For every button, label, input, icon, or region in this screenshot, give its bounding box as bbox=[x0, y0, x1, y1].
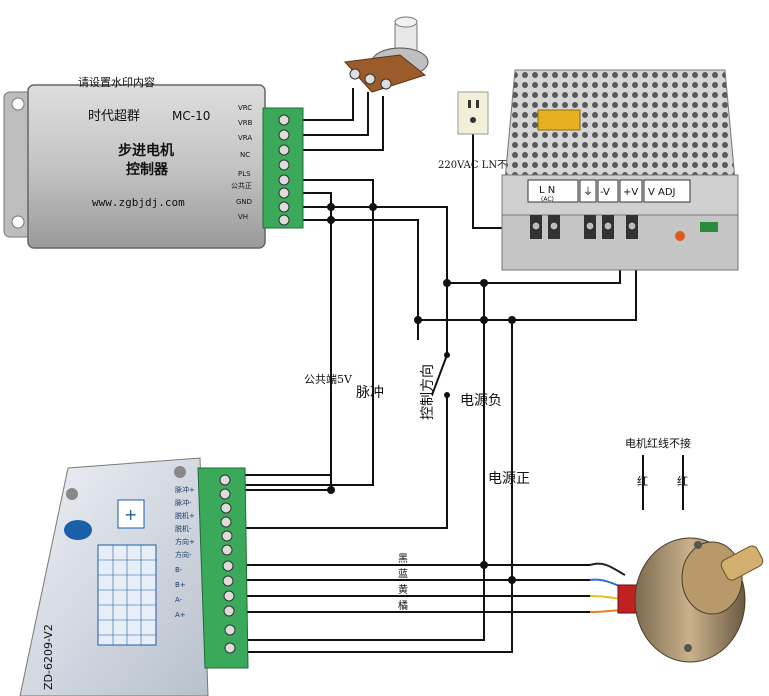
controller-pin-vrb: VRB bbox=[238, 119, 253, 127]
motor-wire-yellow: 黄 bbox=[398, 583, 408, 596]
motor-wire-black: 黑 bbox=[398, 553, 408, 565]
psu-label-ground: ⏚ bbox=[583, 186, 593, 198]
driver-pin-enable-minus: 脱机- bbox=[175, 524, 192, 533]
motor-wire-labels: 黑 蓝 黄 橘 bbox=[398, 553, 408, 612]
wire-labels: 公共端5V 脉冲 控制方向 电源负 电源正 bbox=[304, 364, 530, 487]
driver-pin-a-minus: A- bbox=[175, 596, 183, 604]
psu-label-ln: L N bbox=[539, 185, 555, 196]
controller-pin-labels: VRC VRB VRA NC PLS 公共正 GND VH bbox=[231, 104, 253, 221]
label-power-pos: 电源正 bbox=[488, 471, 530, 487]
driver-pin-dir-minus: 方向- bbox=[175, 550, 192, 559]
controller-pin-vra: VRA bbox=[238, 134, 252, 142]
controller-pin-vrc: VRC bbox=[238, 104, 252, 112]
driver-model: ZD-6209-V2 bbox=[42, 624, 55, 690]
driver-pin-b-plus: B+ bbox=[175, 581, 186, 589]
stepper-driver: + ZD-6209-V2 脉冲+ 脉冲- 脱机+ 脱机- 方向+ 方向- B- … bbox=[19, 457, 249, 696]
controller-name-line2: 控制器 bbox=[126, 161, 169, 178]
label-direction: 控制方向 bbox=[420, 364, 436, 420]
ac-input-label: 220VAC LN不分 bbox=[438, 159, 517, 171]
controller-name-line1: 步进电机 bbox=[118, 142, 174, 159]
psu-label-minus-v: -V bbox=[600, 187, 610, 198]
controller-pin-nc: NC bbox=[240, 151, 250, 159]
driver-pin-enable-plus: 脱机+ bbox=[175, 511, 195, 520]
controller-url: www.zgbjdj.com bbox=[92, 196, 185, 209]
psu-label-ac: (AC) bbox=[541, 196, 554, 203]
wall-socket bbox=[457, 91, 489, 135]
motor-note: 电机红线不接 红 红 bbox=[625, 436, 691, 488]
driver-pin-labels: 脉冲+ 脉冲- 脱机+ 脱机- 方向+ 方向- B- B+ A- A+ bbox=[175, 485, 195, 619]
wire-junctions bbox=[327, 203, 516, 584]
label-pulse: 脉冲 bbox=[356, 385, 384, 401]
label-common-5v: 公共端5V bbox=[304, 373, 353, 386]
driver-pin-dir-plus: 方向+ bbox=[175, 537, 195, 546]
wires bbox=[245, 88, 684, 653]
controller-pin-vh: VH bbox=[238, 213, 248, 221]
controller-brand: 时代超群 bbox=[88, 109, 140, 124]
controller-pin-common: 公共正 bbox=[231, 181, 252, 190]
motor-wire-orange: 橘 bbox=[398, 600, 408, 612]
driver-pin-pulse-plus: 脉冲+ bbox=[175, 485, 195, 494]
svg-text:+: + bbox=[124, 505, 137, 524]
motor-note-red-right: 红 bbox=[677, 475, 688, 488]
controller-pin-pls: PLS bbox=[238, 170, 251, 178]
watermark-text: 请设置水印内容 bbox=[78, 75, 155, 89]
potentiometer bbox=[343, 16, 429, 93]
power-supply: L N (AC) ⏚ -V +V V ADJ bbox=[501, 69, 739, 271]
driver-pin-pulse-minus: 脉冲- bbox=[175, 498, 192, 507]
controller-module: 请设置水印内容 时代超群 MC-10 步进电机 控制器 www.zgbjdj.c… bbox=[3, 75, 304, 249]
driver-pin-b-minus: B- bbox=[175, 566, 183, 574]
psu-terminal-labels: L N (AC) ⏚ -V +V V ADJ bbox=[527, 179, 691, 203]
label-power-neg: 电源负 bbox=[460, 393, 502, 409]
psu-label-plus-v: +V bbox=[623, 187, 638, 198]
motor-wire-blue: 蓝 bbox=[398, 568, 408, 580]
stepper-motor bbox=[589, 537, 764, 663]
driver-dip-table bbox=[97, 544, 157, 646]
motor-note-red-left: 红 bbox=[637, 475, 648, 488]
controller-pin-gnd: GND bbox=[236, 198, 252, 206]
controller-model: MC-10 bbox=[172, 109, 210, 123]
psu-label-vadj: V ADJ bbox=[648, 187, 676, 198]
motor-note-title: 电机红线不接 bbox=[625, 436, 691, 450]
driver-pin-a-plus: A+ bbox=[175, 611, 186, 619]
